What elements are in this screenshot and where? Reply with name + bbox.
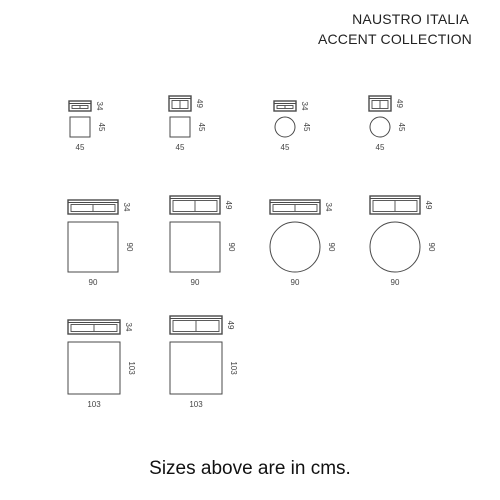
width-label: 90 <box>89 278 98 287</box>
width-label: 90 <box>191 278 200 287</box>
depth-label: 45 <box>302 123 311 132</box>
elevation-frame <box>67 199 119 215</box>
width-label: 90 <box>291 278 300 287</box>
depth-label: 45 <box>97 123 106 132</box>
width-label: 45 <box>376 143 385 152</box>
elevation-frame <box>67 319 121 335</box>
depth-label: 90 <box>227 243 236 252</box>
width-label: 45 <box>281 143 290 152</box>
plan-square-top <box>169 341 223 395</box>
plan-square-top <box>169 116 191 138</box>
depth-label: 90 <box>427 243 436 252</box>
height-label: 34 <box>324 203 333 212</box>
plan-square-top <box>67 221 119 273</box>
height-label: 34 <box>124 323 133 332</box>
height-label: 49 <box>395 99 404 108</box>
height-label: 34 <box>95 102 104 111</box>
height-label: 49 <box>195 99 204 108</box>
plan-square-top <box>69 116 91 138</box>
depth-label: 103 <box>229 361 238 375</box>
elevation-frame <box>269 199 321 215</box>
width-label: 103 <box>189 400 203 409</box>
elevation-frame <box>68 100 92 112</box>
elevation-frame <box>369 195 421 215</box>
table-size-diagram: 34 45 45 49 45 45 34 45 45 49 45 45 34 90 90 49 90 90 34 90… <box>67 95 436 409</box>
width-label: 90 <box>391 278 400 287</box>
brand-name: NAUSTRO ITALIA <box>352 11 469 27</box>
plan-round-top <box>369 221 421 273</box>
depth-label: 90 <box>327 243 336 252</box>
depth-label: 90 <box>125 243 134 252</box>
elevation-frame <box>273 100 297 112</box>
elevation-frame <box>169 315 223 335</box>
depth-label: 45 <box>397 123 406 132</box>
height-label: 49 <box>224 201 233 210</box>
width-label: 103 <box>87 400 101 409</box>
plan-round-top <box>369 116 391 138</box>
plan-square-top <box>169 221 221 273</box>
plan-round-top <box>269 221 321 273</box>
depth-label: 103 <box>127 361 136 375</box>
collection-name: ACCENT COLLECTION <box>317 31 472 47</box>
height-label: 34 <box>122 203 131 212</box>
height-label: 49 <box>424 201 433 210</box>
height-label: 49 <box>226 321 235 330</box>
width-label: 45 <box>76 143 85 152</box>
plan-round-top <box>274 116 296 138</box>
height-label: 34 <box>300 102 309 111</box>
depth-label: 45 <box>197 123 206 132</box>
elevation-frame <box>368 95 392 112</box>
elevation-frame <box>169 195 221 215</box>
width-label: 45 <box>176 143 185 152</box>
units-note: Sizes above are in cms. <box>149 458 351 479</box>
elevation-frame <box>168 95 192 112</box>
plan-square-top <box>67 341 121 395</box>
